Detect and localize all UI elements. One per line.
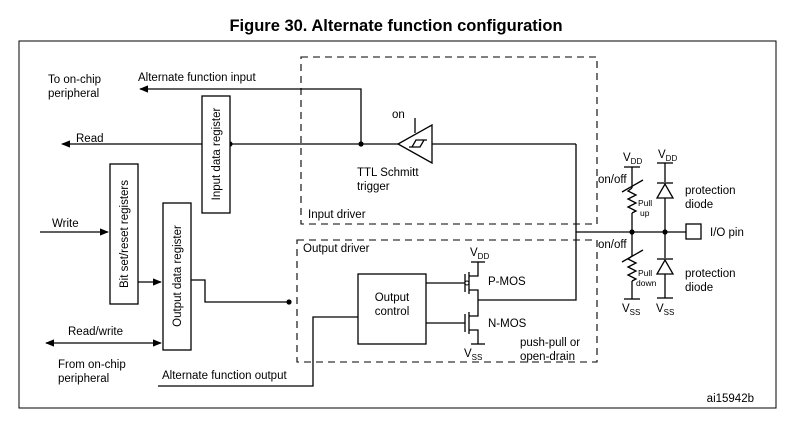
figure-code: ai15942b — [707, 393, 754, 405]
protection-diode-down — [655, 258, 675, 275]
pmos-label: P-MOS — [488, 276, 526, 288]
pulldown-resistor — [626, 255, 638, 282]
figure-frame — [18, 40, 777, 409]
trigger-label-1: TTL Schmitt — [357, 167, 419, 179]
output-mode-label-1: push-pull or — [520, 337, 580, 349]
from-peripheral-label-2: peripheral — [58, 373, 109, 385]
pullup-label-2: up — [640, 208, 650, 218]
alt-output-wire — [158, 316, 358, 387]
input-data-register-label: Input data register — [211, 107, 223, 200]
odr-switch-terminal — [286, 299, 292, 305]
output-mode-label-2: open-drain — [520, 351, 575, 363]
alt-output-label: Alternate function output — [162, 370, 287, 382]
pulldown-onoff-label: on/off — [598, 239, 627, 251]
input-driver-boundary — [300, 56, 598, 225]
protection-diode-up — [655, 182, 675, 199]
trigger-on-label: on — [392, 109, 405, 121]
input-data-register — [201, 95, 231, 214]
write-label: Write — [52, 218, 79, 230]
protection-diode-down-label-1: protection — [685, 268, 736, 280]
vdd-label: VDD — [470, 247, 489, 261]
read-write-label: Read/write — [68, 326, 123, 338]
diode-vdd-label: VDD — [658, 149, 677, 163]
hysteresis-icon — [409, 139, 427, 148]
protection-diode-up-label-2: diode — [685, 199, 713, 211]
pulldown-label-1: Pull — [638, 268, 652, 278]
pullup-vdd-label: VDD — [623, 152, 642, 166]
output-control-label-1: Output — [375, 292, 410, 304]
output-driver-label: Output driver — [303, 243, 370, 255]
schmitt-trigger-buffer — [396, 123, 433, 165]
output-control-label-2: control — [375, 306, 410, 318]
alt-input-junction — [358, 141, 364, 147]
output-control-block — [357, 273, 427, 345]
io-pin-label: I/O pin — [710, 227, 744, 239]
read-label: Read — [76, 133, 104, 145]
alt-input-label: Alternate function input — [138, 72, 256, 84]
odr-output-wire — [191, 279, 287, 303]
nmos-label: N-MOS — [488, 318, 527, 330]
vss-label: VSS — [464, 348, 482, 362]
protection-diode-up-label-1: protection — [685, 185, 736, 197]
output-data-register — [162, 202, 192, 351]
pullup-onoff-label: on/off — [598, 174, 627, 186]
figure-title: Figure 30. Alternate function configurat… — [229, 17, 562, 35]
pullup-switch — [621, 179, 644, 193]
driver-output-wire — [478, 144, 577, 301]
pullup-resistor — [626, 187, 638, 214]
bit-set-reset-registers — [109, 163, 139, 305]
diode-vss-label: VSS — [656, 303, 674, 317]
to-peripheral-label-1: To on-chip — [48, 74, 101, 86]
output-data-register-label: Output data register — [172, 225, 184, 327]
trigger-label-2: trigger — [357, 181, 390, 193]
pulldown-vss-label: VSS — [622, 303, 640, 317]
input-driver-label: Input driver — [308, 209, 366, 221]
pulldown-switch — [621, 249, 644, 263]
to-peripheral-label-2: peripheral — [48, 88, 99, 100]
bit-set-reset-label: Bit set/reset registers — [119, 180, 131, 288]
pullup-label-1: Pull — [638, 198, 652, 208]
alt-input-wire — [139, 85, 362, 144]
io-pin — [685, 223, 702, 240]
from-peripheral-label-1: From on-chip — [58, 359, 126, 371]
protection-diode-down-label-2: diode — [685, 282, 713, 294]
nmos-channel — [468, 310, 479, 344]
pmos-channel — [468, 262, 479, 310]
pulldown-label-2: down — [636, 278, 657, 288]
output-driver-boundary — [296, 239, 598, 363]
